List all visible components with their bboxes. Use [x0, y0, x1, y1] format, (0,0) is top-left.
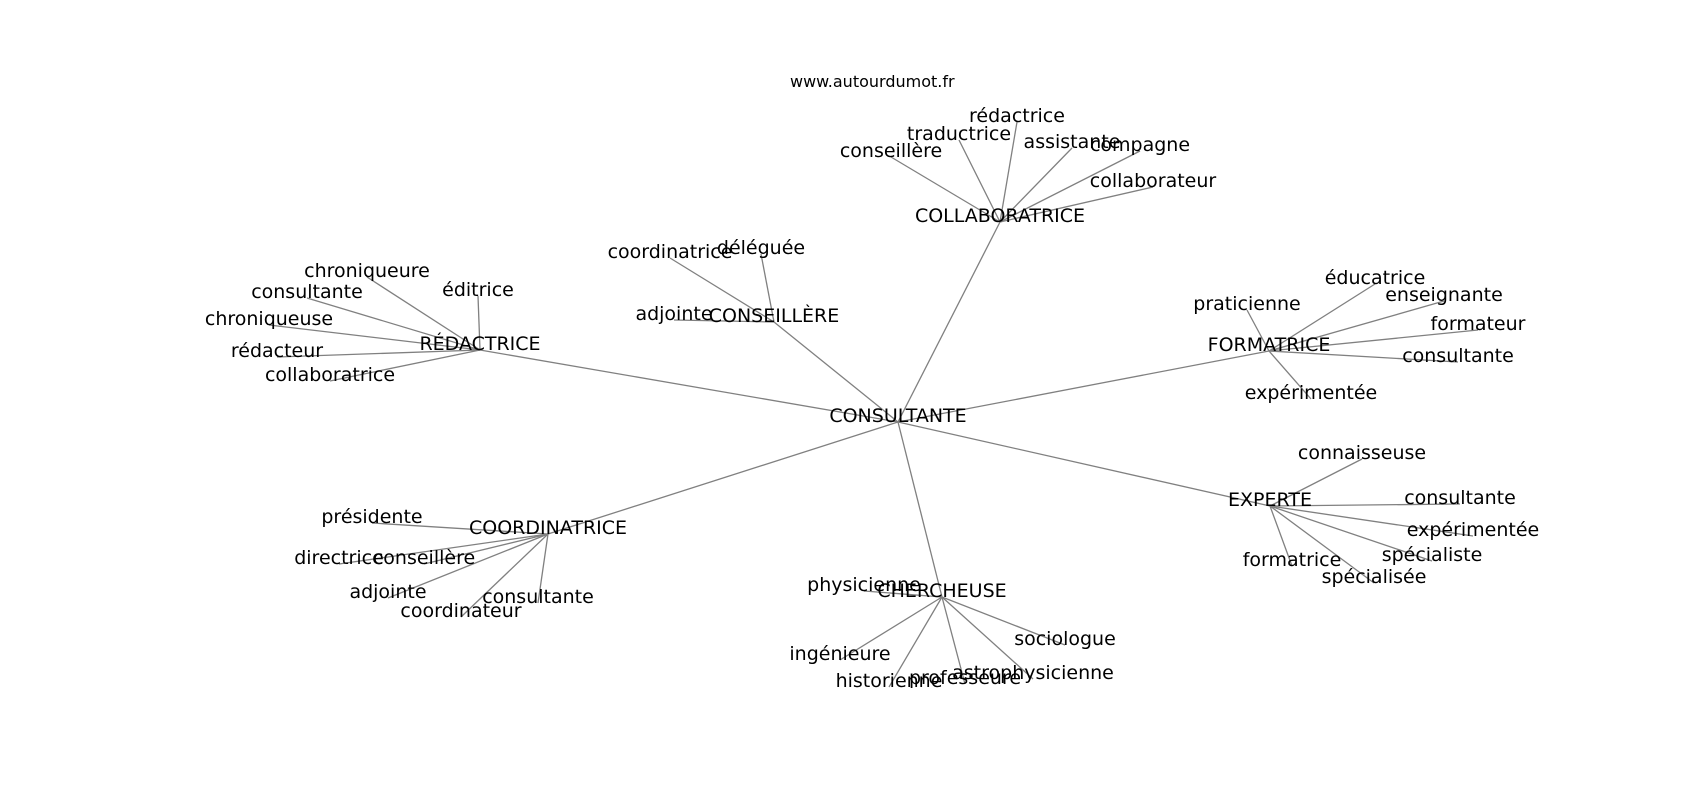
hub-node: RÉDACTRICE [419, 332, 540, 355]
edge-chercheuse-leaf [941, 596, 1034, 680]
edge-collaboratrice-leaf [999, 150, 1141, 223]
edge-experte-leaf [1269, 505, 1433, 562]
leaf-node: sociologue [1014, 628, 1116, 650]
leaf-node: consultante [1404, 487, 1516, 509]
edge-chercheuse-leaf [839, 596, 943, 661]
edge-center-chercheuse [897, 421, 943, 598]
edge-collaboratrice-leaf [958, 139, 1001, 223]
leaf-node: connaisseuse [1298, 442, 1426, 464]
leaf-node: consultante [1402, 345, 1514, 367]
leaf-node: collaboratrice [265, 364, 395, 386]
edge-collaboratrice-leaf [890, 156, 1001, 223]
leaf-node: historienne [836, 670, 943, 692]
edge-rédactrice-leaf [276, 349, 481, 358]
node-labels: CONSULTANTE COLLABORATRICE rédactricetradu… [205, 105, 1539, 692]
leaf-node: physicienne [807, 574, 921, 596]
hub-node: CONSEILLÈRE [709, 304, 840, 327]
edge-rédactrice-leaf [366, 276, 481, 351]
edges [268, 121, 1479, 688]
edge-experte-leaf [1269, 505, 1293, 567]
leaf-node: ingénieure [789, 643, 890, 665]
leaf-node: expérimentée [1407, 519, 1540, 541]
edge-conseillère-leaf [760, 253, 775, 323]
edge-center-formatrice [897, 350, 1270, 423]
edge-chercheuse-leaf [941, 596, 966, 685]
edge-formatrice-leaf [1268, 329, 1479, 352]
leaf-node: rédactrice [969, 105, 1065, 127]
hub-node: COORDINATRICE [469, 517, 627, 539]
leaf-node: expérimentée [1245, 382, 1378, 404]
leaf-node: astrophysicienne [952, 662, 1114, 684]
leaf-node: chroniqueure [304, 260, 430, 282]
leaf-node: éducatrice [1325, 267, 1426, 289]
leaf-node: spécialiste [1382, 544, 1483, 566]
leaf-node: consultante [251, 281, 363, 303]
edge-formatrice-leaf [1246, 309, 1270, 352]
leaf-node: présidente [321, 506, 422, 528]
edge-conseillère-leaf [669, 257, 775, 323]
edge-formatrice-leaf [1268, 350, 1459, 363]
center-node: CONSULTANTE [829, 405, 966, 427]
edge-chercheuse-leaf [941, 596, 1066, 646]
leaf-node: chroniqueuse [205, 308, 333, 330]
edge-coordinatrice-leaf [387, 533, 549, 599]
edge-experte-leaf [1269, 505, 1474, 537]
edge-conseillère-leaf [673, 319, 775, 323]
leaf-node: collaborateur [1090, 170, 1217, 192]
edge-chercheuse-leaf [888, 596, 943, 688]
edge-rédactrice-leaf [268, 324, 481, 351]
leaf-node: compagne [1090, 134, 1190, 156]
hub-node: COLLABORATRICE [915, 205, 1085, 227]
edge-collaboratrice-leaf [999, 121, 1018, 223]
edge-center-collaboratrice [897, 221, 1001, 423]
edge-formatrice-leaf [1268, 283, 1376, 352]
edge-center-experte [897, 421, 1271, 507]
hub-node: EXPERTE [1228, 489, 1312, 511]
edge-rédactrice-leaf [306, 297, 481, 351]
leaf-node: éditrice [442, 279, 514, 301]
edge-formatrice-leaf [1268, 350, 1312, 400]
leaf-node: rédacteur [231, 340, 323, 362]
leaf-node: adjointe [349, 581, 426, 603]
edge-formatrice-leaf [1268, 300, 1445, 352]
leaf-node: déléguée [717, 237, 805, 259]
edge-collaboratrice-leaf [999, 147, 1073, 223]
leaf-node: consultante [482, 586, 594, 608]
edge-coordinatrice-leaf [371, 522, 549, 535]
edge-center-rédactrice [479, 349, 899, 423]
leaf-node: adjointe [635, 303, 712, 325]
edge-rédactrice-leaf [329, 349, 481, 382]
leaf-node: enseignante [1385, 284, 1503, 306]
leaf-node: formatrice [1243, 549, 1342, 571]
leaf-node: coordinatrice [608, 241, 733, 263]
leaf-node: conseillère [373, 547, 475, 569]
edge-experte-leaf [1269, 503, 1461, 507]
leaf-node: formateur [1431, 313, 1526, 335]
edge-center-conseillère [773, 321, 899, 423]
edge-coordinatrice-leaf [338, 533, 549, 565]
edge-coordinatrice-leaf [460, 533, 549, 618]
edge-coordinatrice-leaf [537, 533, 549, 604]
leaf-node: professeure [909, 667, 1021, 689]
leaf-node: spécialisée [1322, 566, 1427, 588]
edge-collaboratrice-leaf [999, 186, 1154, 223]
hub-node: CHERCHEUSE [877, 580, 1006, 602]
edge-rédactrice-leaf [477, 295, 481, 351]
leaf-node: assistante [1024, 131, 1121, 153]
edge-center-coordinatrice [547, 421, 899, 535]
edge-chercheuse-leaf [863, 590, 943, 598]
leaf-node: traductrice [907, 123, 1011, 145]
edge-experte-leaf [1269, 458, 1363, 507]
leaf-node: praticienne [1193, 293, 1300, 315]
leaf-node: directrice [294, 547, 384, 569]
edge-coordinatrice-leaf [423, 533, 549, 565]
leaf-node: conseillère [840, 140, 942, 162]
site-url: www.autourdumot.fr [790, 72, 955, 91]
hub-node: FORMATRICE [1208, 334, 1331, 356]
leaf-node: coordinateur [400, 600, 521, 622]
edge-experte-leaf [1269, 505, 1375, 584]
